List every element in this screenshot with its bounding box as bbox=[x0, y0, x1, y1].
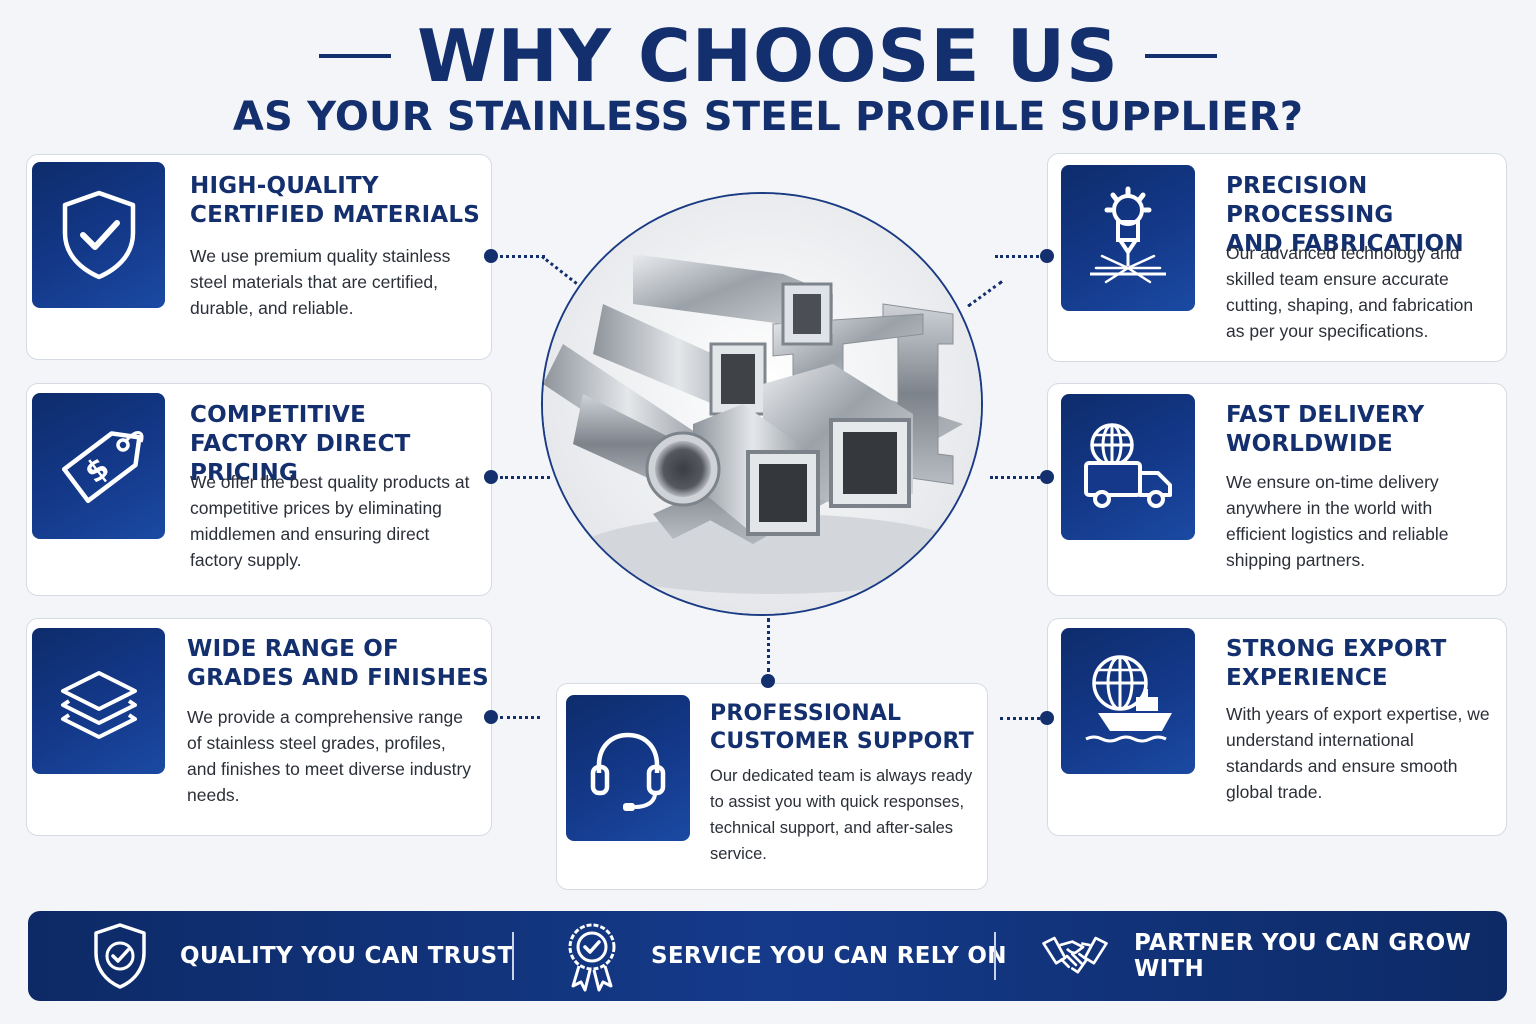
globe-truck-icon bbox=[1061, 394, 1195, 540]
feature-card-range: WIDE RANGE OF GRADES AND FINISHES We pro… bbox=[26, 618, 492, 836]
feature-text: With years of export expertise, we under… bbox=[1226, 704, 1490, 802]
price-tag-dollar-icon: $ bbox=[32, 393, 165, 539]
feature-text: We provide a comprehensive range of stai… bbox=[187, 707, 472, 805]
feature-card-delivery: FAST DELIVERY WORLDWIDE We ensure on-tim… bbox=[1047, 383, 1507, 596]
feature-title: STRONG EXPORT EXPERIENCE bbox=[1226, 636, 1447, 691]
footer-banner: QUALITY YOU CAN TRUST SERVICE YOU CAN RE… bbox=[28, 911, 1507, 1001]
connector-dot bbox=[761, 674, 775, 688]
stainless-steel-profiles-image bbox=[541, 192, 983, 616]
title-rule-left bbox=[319, 54, 392, 58]
connector-line bbox=[967, 280, 1003, 308]
handshake-icon bbox=[1042, 936, 1108, 974]
feature-card-support: PROFESSIONAL CUSTOMER SUPPORT Our dedica… bbox=[556, 683, 988, 890]
connector-line bbox=[995, 255, 1039, 258]
connector-dot bbox=[484, 710, 498, 724]
feature-title: WIDE RANGE OF GRADES AND FINISHES bbox=[187, 636, 489, 691]
footer-label: SERVICE YOU CAN RELY ON bbox=[651, 943, 1007, 969]
feature-text: We use premium quality stainless steel m… bbox=[190, 246, 451, 318]
connector-line bbox=[500, 255, 545, 258]
headset-icon bbox=[566, 695, 690, 841]
connector-dot bbox=[1040, 711, 1054, 725]
feature-title: FAST DELIVERY WORLDWIDE bbox=[1226, 402, 1425, 457]
connector-line bbox=[1000, 717, 1040, 720]
connector-line bbox=[990, 476, 1040, 479]
connector-line bbox=[541, 255, 578, 285]
title-row: WHY CHOOSE US bbox=[0, 14, 1536, 98]
feature-title: COMPETITIVE FACTORY DIRECT PRICING bbox=[190, 402, 411, 486]
feature-text: We offer the best quality products at co… bbox=[190, 472, 470, 570]
laser-cutting-icon bbox=[1061, 165, 1195, 311]
award-ribbon-icon bbox=[568, 923, 616, 992]
globe-ship-icon bbox=[1061, 628, 1195, 774]
footer-item-service: SERVICE YOU CAN RELY ON bbox=[563, 911, 1007, 1001]
footer-label: PARTNER YOU CAN GROW WITH bbox=[1134, 930, 1472, 982]
feature-title: PRECISION PROCESSING AND FABRICATION bbox=[1226, 173, 1464, 257]
shield-check-icon bbox=[32, 162, 165, 308]
connector-dot bbox=[484, 470, 498, 484]
feature-card-export: STRONG EXPORT EXPERIENCE With years of e… bbox=[1047, 618, 1507, 836]
connector-line bbox=[500, 476, 550, 479]
feature-card-pricing: $ COMPETITIVE FACTORY DIRECT PRICING We … bbox=[26, 383, 492, 596]
connector-dot bbox=[484, 249, 498, 263]
footer-label: QUALITY YOU CAN TRUST bbox=[180, 943, 514, 969]
feature-text: Our dedicated team is always ready to as… bbox=[710, 767, 973, 863]
footer-item-partner: PARTNER YOU CAN GROW WITH bbox=[1040, 911, 1507, 1001]
feature-card-precision: PRECISION PROCESSING AND FABRICATION Our… bbox=[1047, 153, 1507, 362]
layers-icon bbox=[32, 628, 165, 774]
shield-check-icon bbox=[94, 923, 146, 989]
feature-title: HIGH-QUALITY CERTIFIED MATERIALS bbox=[190, 173, 480, 228]
connector-dot bbox=[1040, 470, 1054, 484]
footer-separator bbox=[512, 932, 514, 980]
feature-text: Our advanced technology and skilled team… bbox=[1226, 243, 1474, 341]
page-title: WHY CHOOSE US bbox=[417, 14, 1119, 98]
connector-line bbox=[500, 716, 540, 719]
page-subtitle: AS YOUR STAINLESS STEEL PROFILE SUPPLIER… bbox=[232, 94, 1304, 140]
title-rule-right bbox=[1144, 54, 1217, 58]
connector-dot bbox=[1040, 249, 1054, 263]
footer-separator bbox=[994, 932, 996, 980]
feature-title: PROFESSIONAL CUSTOMER SUPPORT bbox=[710, 701, 974, 754]
footer-item-quality: QUALITY YOU CAN TRUST bbox=[90, 911, 514, 1001]
feature-card-quality: HIGH-QUALITY CERTIFIED MATERIALS We use … bbox=[26, 154, 492, 360]
feature-text: We ensure on-time delivery anywhere in t… bbox=[1226, 472, 1449, 570]
connector-line bbox=[767, 618, 770, 672]
